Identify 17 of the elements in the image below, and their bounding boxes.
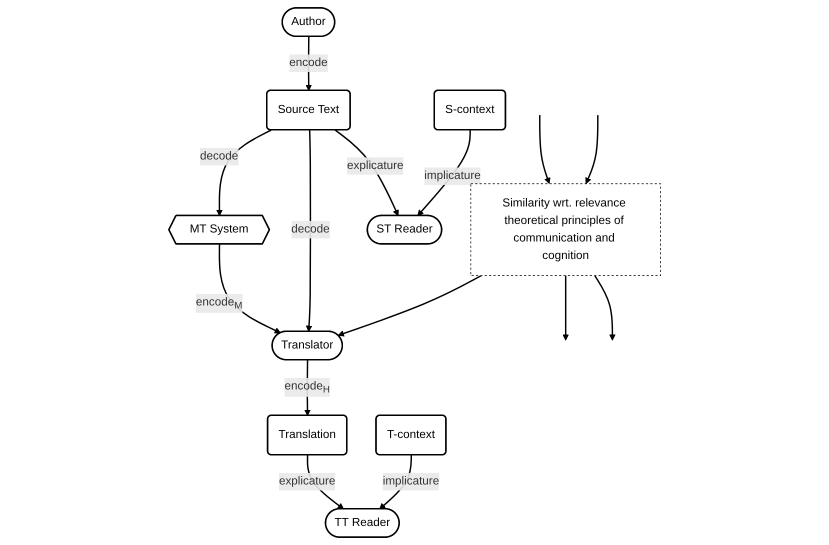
arrow: [562, 276, 569, 341]
diagram: encode decode encode$_{M}$ decode encode$_{H}$ explicature implicature explicature implicature Author MT System Source Text Translator Translation ST Reader Similarity wrt. relevance theoretical principles of communication and cognition TT Reader S-context T-context: [162, 2, 666, 543]
edge-label: implicature: [424, 170, 481, 182]
arrow: [585, 115, 598, 184]
arrow: [538, 115, 550, 184]
edge-label: explicature: [346, 159, 404, 172]
arrow: [306, 130, 312, 332]
edge-label: encode: [289, 56, 328, 70]
edge-label: decode: [200, 150, 238, 163]
edge-label: encode$_{M}$: [196, 296, 242, 311]
edge-label: decode: [291, 223, 330, 236]
arrow: [338, 275, 482, 337]
node-box: [470, 183, 661, 276]
edge-label: explicature: [278, 475, 336, 488]
edge-label: encode$_{H}$: [284, 380, 330, 395]
edge-label: implicature: [382, 475, 439, 488]
arrow: [594, 275, 616, 341]
